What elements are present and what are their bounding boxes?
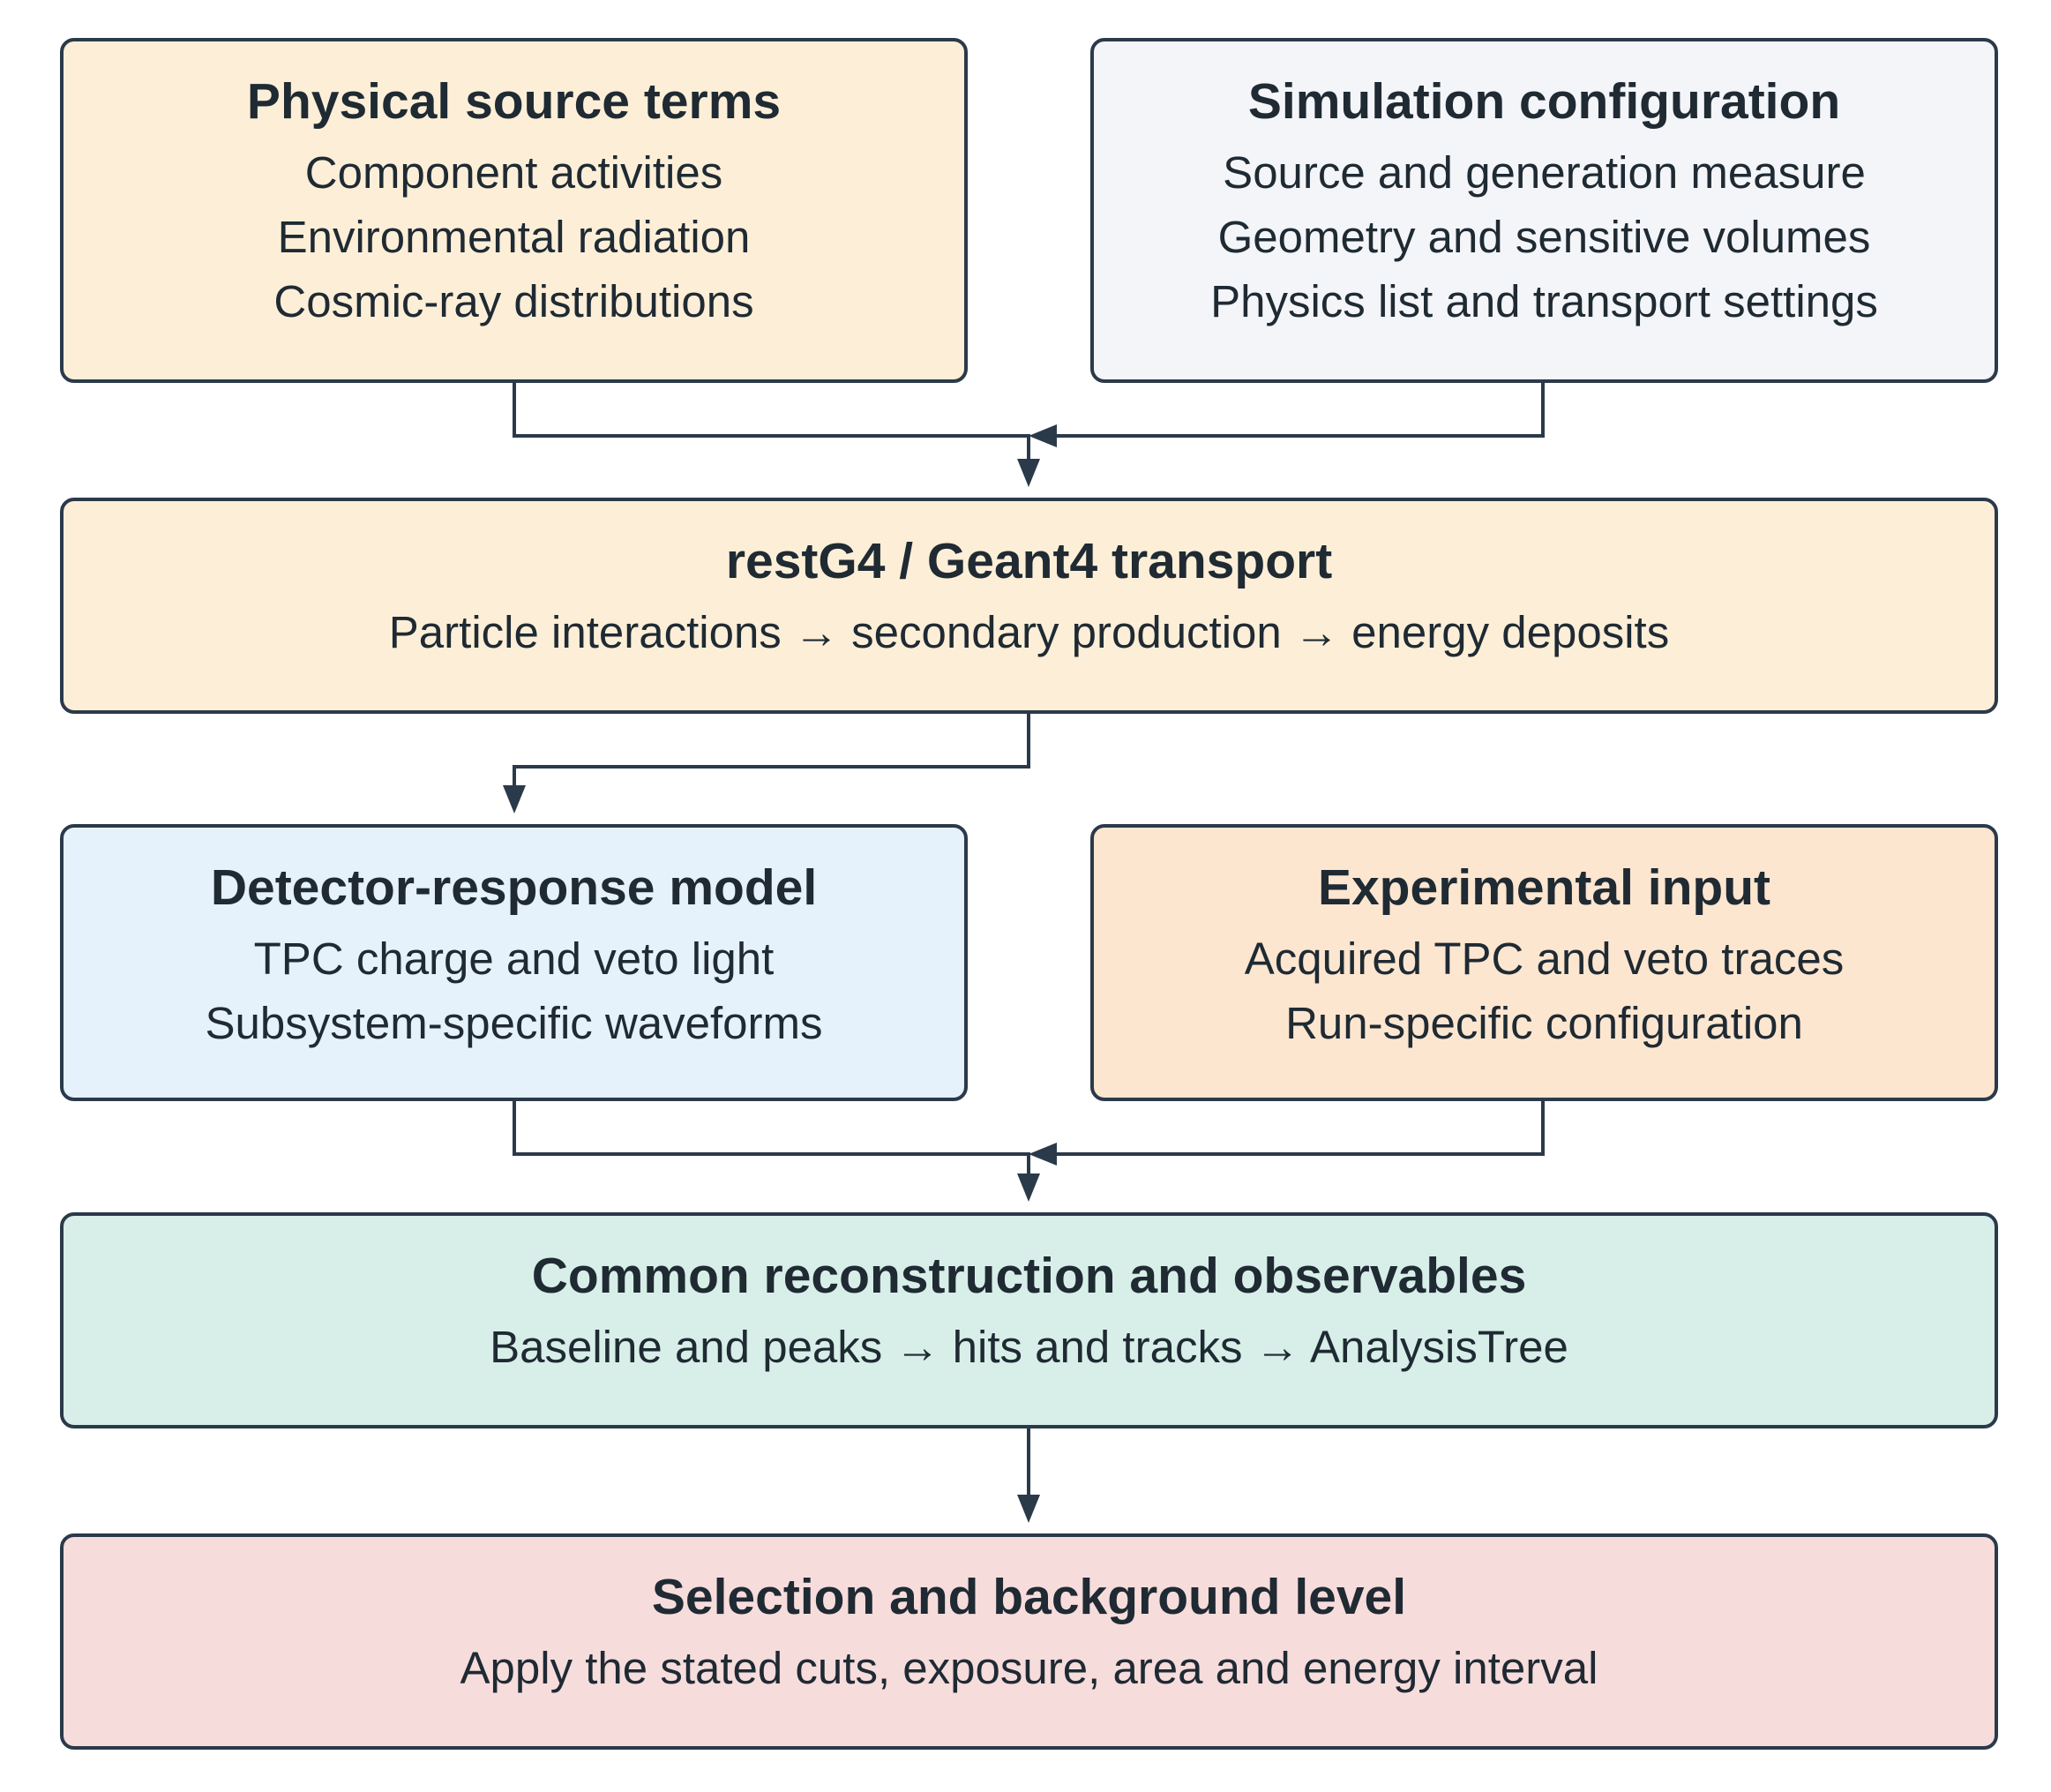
reconstruction-line: Baseline and peaks → hits and tracks → A… — [490, 1322, 1568, 1372]
connector-detector-to-recon — [513, 1101, 1030, 1191]
experimental-input-lines: Acquired TPC and veto traces Run-specifi… — [1245, 926, 1844, 1055]
simulation-configuration-box: Simulation configuration Source and gene… — [1090, 38, 1998, 383]
arrowhead-experimental-left — [1029, 1143, 1057, 1166]
physical-source-terms-line: Component activities — [304, 147, 723, 198]
physical-source-terms-line: Environmental radiation — [277, 212, 751, 262]
experimental-input-line: Run-specific configuration — [1285, 998, 1803, 1048]
reconstruction-title: Common reconstruction and observables — [531, 1248, 1527, 1304]
connector-transport-to-detector — [513, 714, 1030, 799]
experimental-input-box: Experimental input Acquired TPC and veto… — [1090, 824, 1998, 1101]
selection-title: Selection and background level — [651, 1569, 1407, 1625]
arrowhead-recon-down — [1017, 1173, 1040, 1202]
physical-source-terms-box: Physical source terms Component activiti… — [60, 38, 968, 383]
transport-lines: Particle interactions → secondary produc… — [389, 600, 1669, 664]
transport-line: Particle interactions → secondary produc… — [388, 607, 1670, 657]
simulation-configuration-line: Source and generation measure — [1223, 147, 1866, 198]
transport-title: restG4 / Geant4 transport — [725, 533, 1333, 589]
arrowhead-detector-down — [503, 785, 526, 814]
connector-config-to-transport — [1050, 383, 1545, 438]
detector-response-box: Detector-response model TPC charge and v… — [60, 824, 968, 1101]
detector-response-line: TPC charge and veto light — [253, 933, 775, 984]
connector-experimental-to-recon — [1050, 1101, 1545, 1156]
physical-source-terms-line: Cosmic-ray distributions — [273, 276, 754, 326]
reconstruction-box: Common reconstruction and observables Ba… — [60, 1212, 1998, 1428]
transport-box: restG4 / Geant4 transport Particle inter… — [60, 498, 1998, 714]
experimental-input-title: Experimental input — [1317, 859, 1771, 916]
simulation-configuration-line: Geometry and sensitive volumes — [1217, 212, 1871, 262]
selection-lines: Apply the stated cuts, exposure, area an… — [460, 1636, 1598, 1700]
arrowhead-transport-down — [1017, 459, 1040, 487]
detector-response-title: Detector-response model — [210, 859, 818, 916]
connector-source-to-transport — [513, 383, 1030, 476]
physical-source-terms-title: Physical source terms — [246, 73, 782, 130]
selection-line: Apply the stated cuts, exposure, area an… — [460, 1643, 1598, 1693]
simulation-configuration-lines: Source and generation measure Geometry a… — [1210, 140, 1878, 334]
detector-response-lines: TPC charge and veto light Subsystem-spec… — [205, 926, 822, 1055]
simulation-configuration-line: Physics list and transport settings — [1210, 276, 1878, 326]
selection-box: Selection and background level Apply the… — [60, 1533, 1998, 1750]
simulation-configuration-title: Simulation configuration — [1247, 73, 1841, 130]
arrowhead-config-left — [1029, 424, 1057, 447]
experimental-input-line: Acquired TPC and veto traces — [1244, 933, 1845, 984]
arrowhead-selection-down — [1017, 1495, 1040, 1523]
detector-response-line: Subsystem-specific waveforms — [205, 998, 823, 1048]
physical-source-terms-lines: Component activities Environmental radia… — [273, 140, 753, 334]
reconstruction-lines: Baseline and peaks → hits and tracks → A… — [490, 1315, 1568, 1379]
